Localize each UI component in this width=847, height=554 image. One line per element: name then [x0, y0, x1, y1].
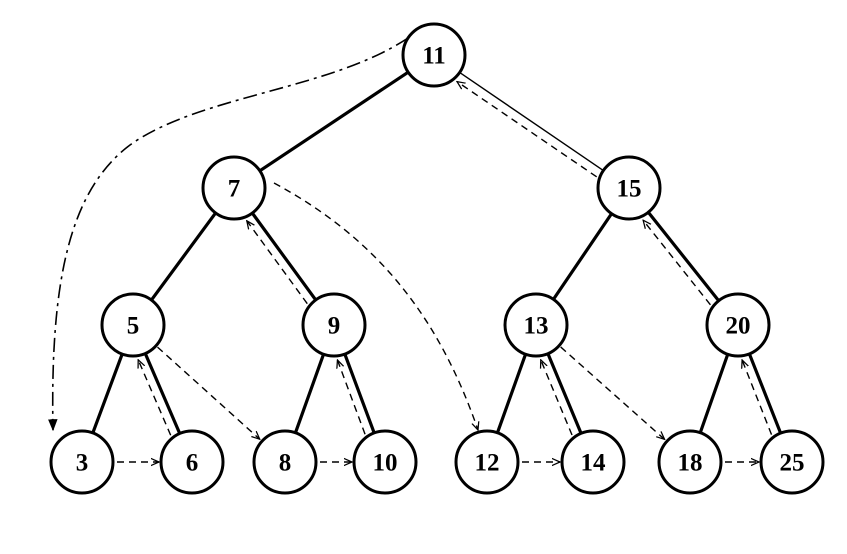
tree-node-7: 7 — [201, 155, 267, 221]
tree-nodes: 11 7 15 5 9 13 20 3 6 8 10 12 14 18 25 — [49, 22, 825, 495]
tree-node-18: 18 — [657, 429, 723, 495]
tree-node-circle — [401, 22, 467, 88]
tree-node-circle — [560, 429, 626, 495]
traversal-arrow-9-7 — [247, 221, 308, 305]
tree-edge-20-25 — [747, 352, 783, 435]
tree-node-20: 20 — [705, 292, 771, 358]
traversal-arrow-20-15 — [643, 220, 711, 306]
tree-edge-7-9 — [250, 211, 318, 302]
traversal-arrow-25-20 — [742, 360, 773, 435]
tree-edge-9-10 — [343, 352, 376, 435]
tree-node-circle — [301, 292, 367, 358]
tree-edge-15-20 — [646, 210, 721, 303]
tree-node-10: 10 — [352, 429, 418, 495]
tree-node-circle — [596, 155, 662, 221]
tree-node-label: 8 — [279, 450, 292, 477]
traversal-arrow-6-5 — [138, 360, 172, 436]
tree-node-circle — [352, 429, 418, 495]
tree-edge-5-3 — [91, 352, 124, 435]
tree-edges — [91, 70, 783, 436]
tree-node-label: 12 — [475, 450, 500, 477]
tree-node-label: 5 — [127, 313, 140, 340]
traversal-arrows — [47, 37, 773, 462]
tree-node-6: 6 — [159, 429, 225, 495]
tree-node-circle — [503, 292, 569, 358]
tree-edge-7-5 — [149, 211, 218, 302]
traversal-arrow-7-12 — [273, 182, 478, 430]
traversal-arrow-10-9 — [337, 360, 366, 435]
tree-node-label: 13 — [524, 313, 549, 340]
tree-node-label: 18 — [678, 450, 703, 477]
tree-node-13: 13 — [503, 292, 569, 358]
tree-edge-15-13 — [551, 212, 614, 301]
tree-edge-13-12 — [495, 352, 528, 435]
tree-node-15: 15 — [596, 155, 662, 221]
tree-node-label: 14 — [581, 450, 607, 477]
tree-node-14: 14 — [560, 429, 626, 495]
tree-node-circle — [705, 292, 771, 358]
tree-node-label: 20 — [726, 313, 751, 340]
tree-node-label: 25 — [780, 450, 805, 477]
tree-node-5: 5 — [100, 292, 166, 358]
tree-node-label: 3 — [76, 450, 89, 477]
tree-node-8: 8 — [252, 429, 318, 495]
tree-node-3: 3 — [49, 429, 115, 495]
traversal-arrow-11-3 — [47, 37, 409, 432]
tree-node-circle — [159, 429, 225, 495]
tree-edge-11-7 — [258, 70, 410, 173]
tree-edge-11-15 — [459, 71, 604, 172]
tree-node-label: 6 — [186, 450, 199, 477]
tree-node-label: 7 — [228, 176, 241, 203]
tree-node-label: 9 — [328, 313, 341, 340]
tree-node-circle — [100, 292, 166, 358]
tree-node-circle — [454, 429, 520, 495]
tree-node-circle — [49, 429, 115, 495]
tree-edge-13-14 — [546, 352, 583, 435]
tree-node-label: 15 — [617, 176, 642, 203]
tree-node-label: 10 — [373, 450, 398, 477]
tree-node-11: 11 — [401, 22, 467, 88]
tree-node-9: 9 — [301, 292, 367, 358]
tree-edge-5-6 — [143, 351, 182, 436]
tree-node-circle — [252, 429, 318, 495]
tree-node-circle — [201, 155, 267, 221]
traversal-arrow-5-8 — [157, 346, 260, 439]
tree-edge-9-8 — [293, 352, 326, 435]
traversal-arrow-14-13 — [541, 360, 573, 436]
tree-node-label: 11 — [422, 43, 446, 70]
tree-edge-20-18 — [698, 352, 730, 435]
tree-node-12: 12 — [454, 429, 520, 495]
traversal-arrow-15-11 — [457, 82, 598, 178]
tree-node-circle — [657, 429, 723, 495]
tree-node-25: 25 — [759, 429, 825, 495]
tree-node-circle — [759, 429, 825, 495]
